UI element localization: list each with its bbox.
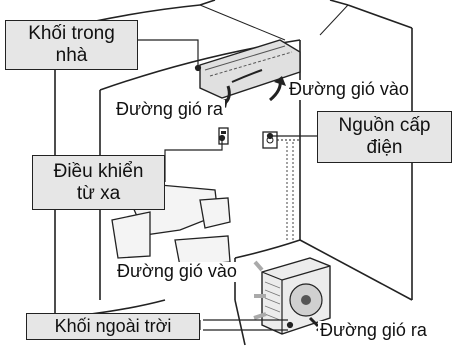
outdoor-unit-drawing <box>261 257 331 335</box>
remote-pointer <box>164 140 223 182</box>
exterior-wall <box>234 299 246 346</box>
remote-control-label-line2: từ xa <box>76 182 121 204</box>
ceiling-diagonal <box>199 4 286 41</box>
indoor-unit-pointer <box>138 39 199 65</box>
indoor-unit-label-line2: nhà <box>55 45 88 66</box>
indoor-unit-label-line1: Khối trong <box>28 23 115 45</box>
power-supply-label-line1: Nguồn cấp <box>338 115 431 137</box>
floor-line <box>234 239 301 259</box>
outdoor-unit-pointer-dot <box>286 321 294 329</box>
remote-control-label: Điều khiển từ xa <box>32 155 165 210</box>
indoor-unit-pointer-dot <box>194 64 202 72</box>
remote-control-label-line1: Điều khiển <box>53 160 144 182</box>
power-pointer-dot <box>266 132 274 140</box>
indoor-unit-drawing <box>199 39 301 99</box>
outdoor-unit-label-text: Khối ngoài trời <box>54 316 172 337</box>
power-supply-label-line2: điện <box>366 137 403 158</box>
power-outlet-drawing <box>262 131 300 240</box>
ceiling-diagonal-2 <box>319 4 349 36</box>
indoor-unit-label: Khối trong nhà <box>5 20 138 70</box>
power-supply-label: Nguồn cấp điện <box>317 111 452 163</box>
remote-pointer-dot <box>218 134 226 142</box>
callout-lines <box>138 39 317 331</box>
ceiling-right-edge <box>347 4 413 29</box>
ceiling-cut <box>199 0 349 6</box>
outdoor-unit-label: Khối ngoài trời <box>26 313 200 340</box>
air-out-bottom-label: Đường gió ra <box>318 320 429 341</box>
air-in-bottom-label: Đường gió vào <box>115 261 239 282</box>
air-out-top-label: Đường gió ra <box>114 99 225 120</box>
floor-right <box>299 239 413 301</box>
air-in-top-label: Đường gió vào <box>287 79 411 100</box>
